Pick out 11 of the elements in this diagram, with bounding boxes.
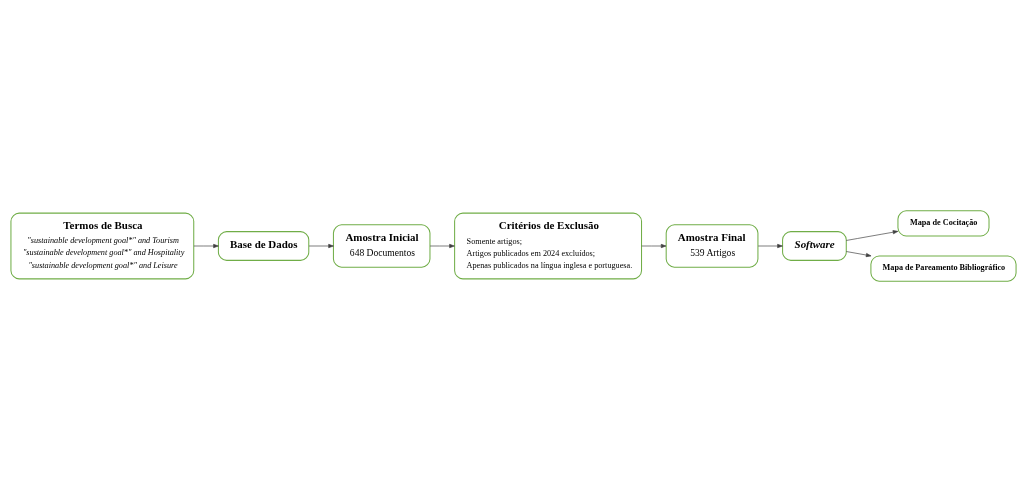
arrow <box>308 244 334 248</box>
arrow <box>429 244 455 248</box>
arrow <box>757 244 783 248</box>
arrow <box>846 230 899 241</box>
node-box: Software <box>782 231 847 261</box>
node-box: Base de Dados <box>217 231 310 261</box>
arrow <box>193 244 219 248</box>
node-box: Amostra Inicial 648 Documentos <box>332 224 431 268</box>
arrow <box>641 244 667 248</box>
node-box: Amostra Final 539 Artigos <box>665 224 759 268</box>
arrow <box>846 251 872 258</box>
